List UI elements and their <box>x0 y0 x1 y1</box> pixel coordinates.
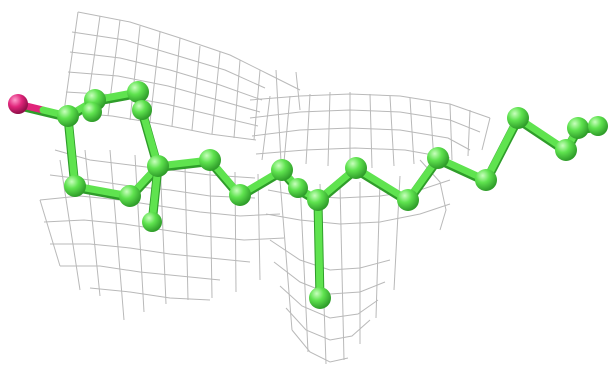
bond <box>314 196 324 302</box>
carbon-atom <box>271 159 293 181</box>
carbon-atom <box>588 116 608 136</box>
bond <box>64 112 79 190</box>
carbon-atom <box>119 185 141 207</box>
bond <box>482 114 522 184</box>
oxygen-atom <box>8 94 28 114</box>
carbon-atom <box>475 169 497 191</box>
carbon-atom <box>507 107 529 129</box>
molecule-atoms <box>8 81 608 309</box>
carbon-atom <box>82 102 102 122</box>
carbon-atom <box>427 147 449 169</box>
carbon-atom <box>288 178 308 198</box>
carbon-atom <box>345 157 367 179</box>
carbon-atom <box>147 155 169 177</box>
carbon-atom <box>64 175 86 197</box>
carbon-atom <box>229 184 251 206</box>
carbon-atom <box>397 189 419 211</box>
carbon-atom <box>555 139 577 161</box>
carbon-atom <box>142 212 162 232</box>
carbon-atom <box>309 287 331 309</box>
carbon-atom <box>57 105 79 127</box>
carbon-atom <box>199 149 221 171</box>
carbon-atom <box>567 117 589 139</box>
carbon-atom <box>307 189 329 211</box>
carbon-atom <box>127 81 149 103</box>
carbon-atom <box>132 100 152 120</box>
